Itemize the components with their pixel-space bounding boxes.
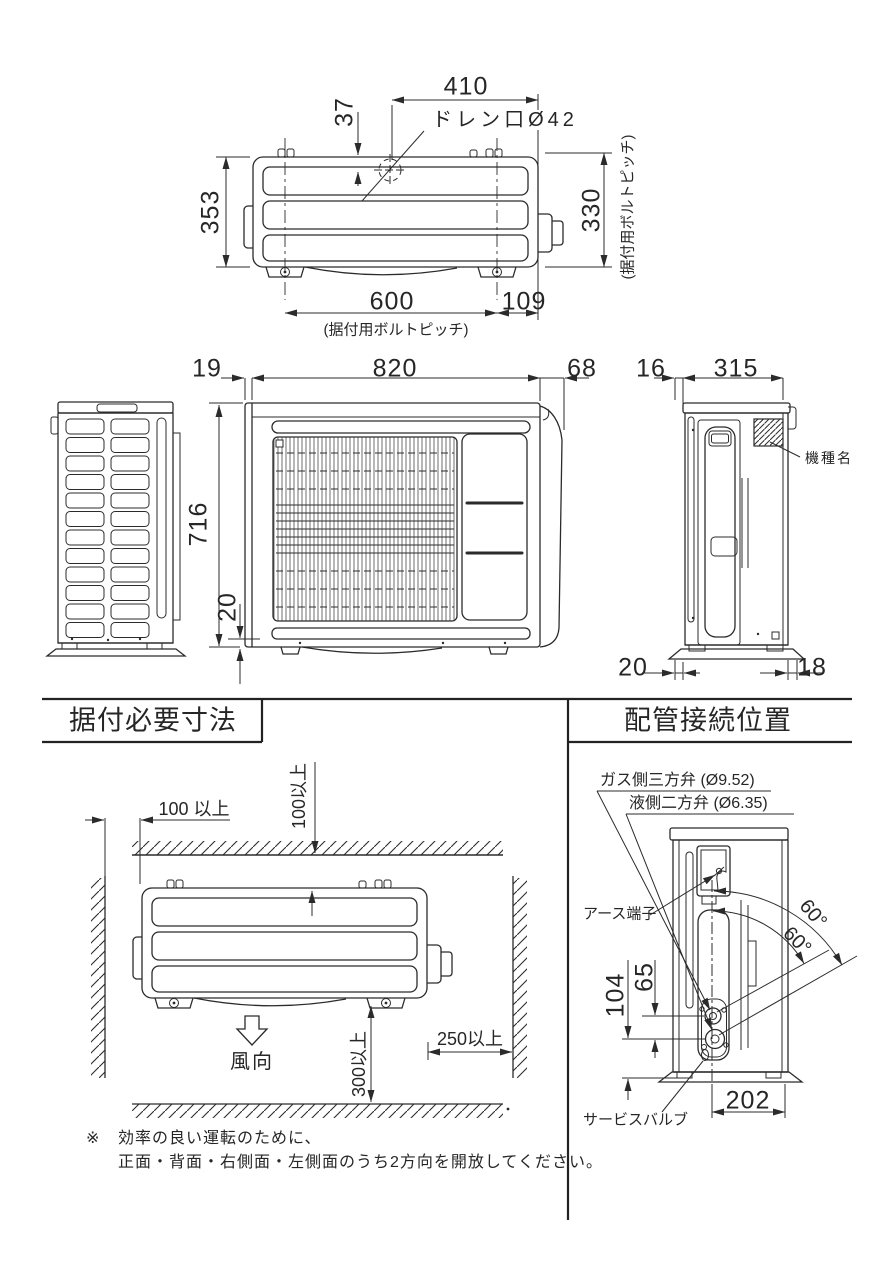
airflow-label: 風向 <box>230 1051 274 1073</box>
dim-104-label: 104 <box>601 972 630 1018</box>
top-view-drawing <box>216 94 612 320</box>
dim-716-label: 716 <box>184 501 213 547</box>
note-line2: 正面・背面・右側面・左側面のうち2方向を開放してください。 <box>118 1154 603 1171</box>
note-mark: ※ <box>86 1130 101 1147</box>
liquid-valve-label: 液側二方弁 (Ø6.35) <box>629 795 768 812</box>
clearance-back-label: 100以上 <box>289 762 309 830</box>
dim-16-label: 16 <box>636 354 666 383</box>
dim-18-label: 18 <box>797 653 827 682</box>
right-side-view-drawing <box>642 374 822 680</box>
section-divider-rules <box>42 697 852 1220</box>
drain-port-label: ドレン口Ø42 <box>429 110 581 130</box>
left-side-view-drawing <box>45 401 187 657</box>
piping-section-title: 配管接続位置 <box>624 705 792 736</box>
clearance-front-label: 300以上 <box>349 1030 369 1098</box>
dim-37-label: 37 <box>330 97 359 127</box>
note-line1: 効率の良い運転のために、 <box>118 1130 322 1147</box>
dim-109-label: 109 <box>501 287 547 316</box>
earth-terminal-label: アース端子 <box>583 905 657 923</box>
dim-600-label: 600 <box>369 287 415 316</box>
dim-68-label: 68 <box>567 354 597 383</box>
dim-330-label: 330 <box>577 187 606 233</box>
dim-315-label: 315 <box>713 354 759 383</box>
bolt-pitch-horizontal-note: (据付用ボルトピッチ) <box>323 321 469 339</box>
dim-19-label: 19 <box>192 354 222 383</box>
dim-65-label: 65 <box>630 962 659 992</box>
bolt-pitch-vertical-note: (据付用ボルトピッチ) <box>619 134 637 280</box>
dim-410-label: 410 <box>443 72 489 101</box>
dim-20-front-label: 20 <box>213 592 242 622</box>
front-view-drawing <box>209 374 589 684</box>
clearance-left-label: 100 以上 <box>158 799 230 819</box>
model-name-label: 機種名 <box>805 450 853 466</box>
airflow-arrow-icon <box>235 1015 269 1046</box>
dim-353-label: 353 <box>196 189 225 235</box>
service-valve-label: サービスバルブ <box>583 1111 689 1129</box>
dim-20-base-label: 20 <box>618 653 648 682</box>
dim-202-label: 202 <box>725 1086 771 1115</box>
installation-section-title: 据付必要寸法 <box>69 705 237 736</box>
clearance-right-label: 250以上 <box>436 1029 504 1049</box>
dim-820-label: 820 <box>372 354 418 383</box>
installation-clearance-drawing <box>85 762 527 1118</box>
gas-valve-label: ガス側三方弁 (Ø9.52) <box>600 772 755 789</box>
piping-connection-drawing <box>596 790 858 1118</box>
